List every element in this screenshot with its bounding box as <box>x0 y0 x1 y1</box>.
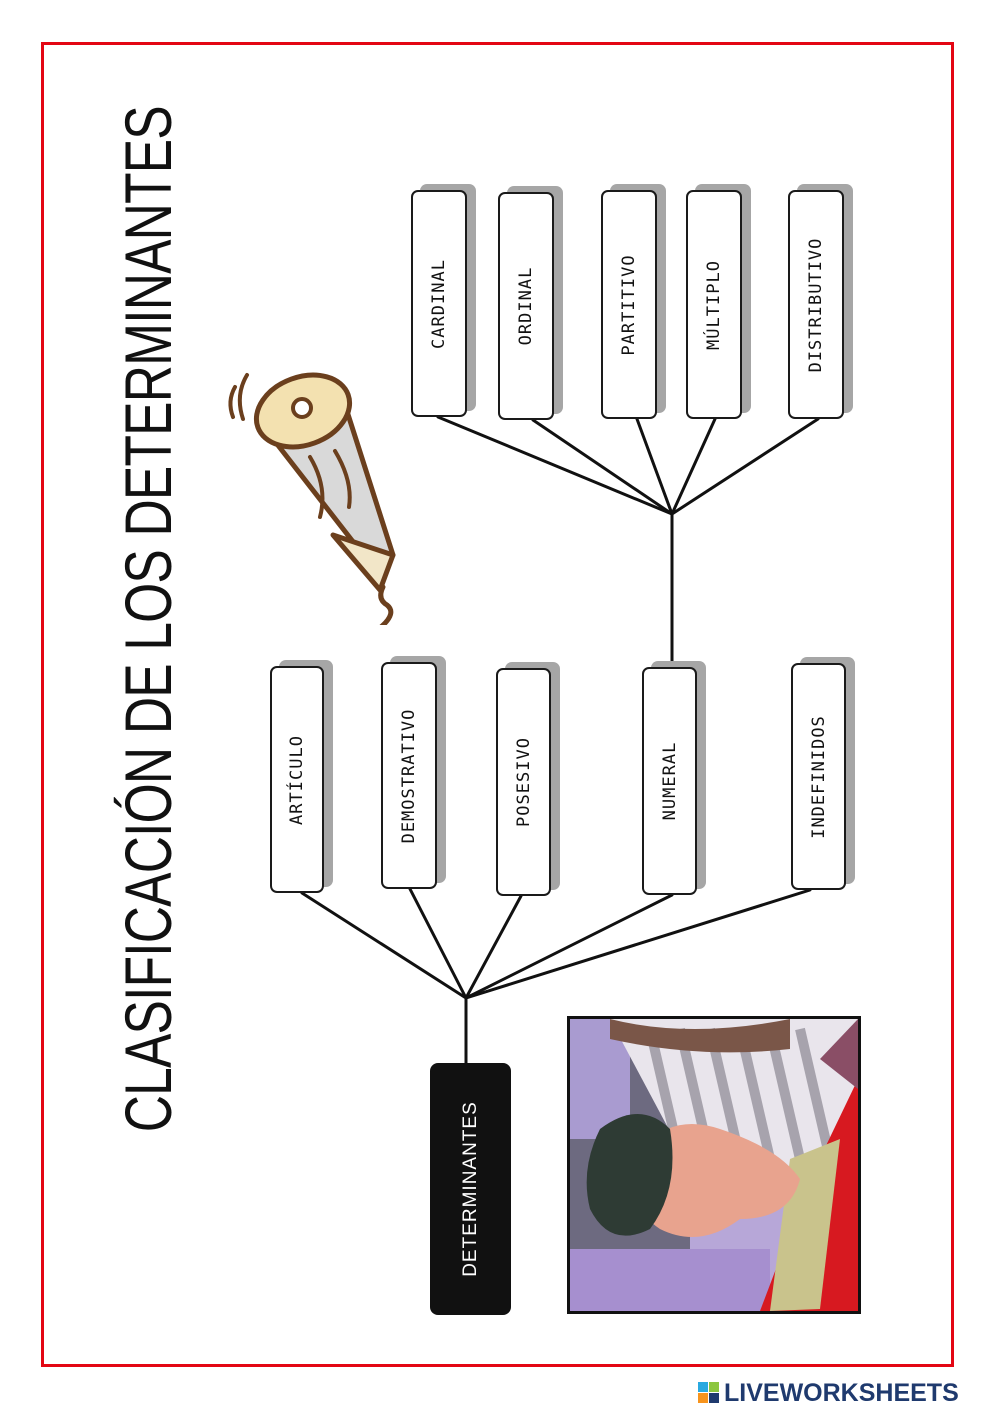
logo-wordmark: LIVEWORKSHEETS <box>724 1378 959 1407</box>
page-frame <box>41 42 954 1367</box>
category-node-numeral: NUMERAL <box>642 661 706 895</box>
subtype-label: DISTRIBUTIVO <box>806 237 826 372</box>
subtype-label: PARTITIVO <box>619 253 639 356</box>
category-node-indefinidos: INDEFINIDOS <box>791 657 855 890</box>
logo-mark-icon <box>698 1382 720 1404</box>
connector-demostrativo <box>408 887 468 1000</box>
connector-posesivo <box>464 894 523 1000</box>
subtype-node-cardinal: CARDINAL <box>411 184 476 417</box>
root-node-determinantes: DETERMINANTES <box>430 1063 511 1315</box>
subtype-label: MÚLTIPLO <box>704 259 724 350</box>
subtype-label: CARDINAL <box>429 258 449 349</box>
connector-cardinal <box>436 415 674 516</box>
category-label: POSESIVO <box>513 737 534 827</box>
writing-hand-illustration <box>567 1016 861 1314</box>
connector-numeral <box>464 893 674 1000</box>
connector-partitivo <box>635 417 674 516</box>
category-node-posesivo: POSESIVO <box>496 662 560 896</box>
pencil-icon <box>228 372 396 625</box>
connector-ordinal <box>531 418 674 516</box>
category-label: DEMOSTRATIVO <box>399 708 419 843</box>
subtype-node-multiplo: MÚLTIPLO <box>686 184 751 419</box>
connector-distributivo <box>670 417 820 516</box>
category-label: INDEFINIDOS <box>808 714 829 839</box>
liveworksheets-logo: LIVEWORKSHEETS <box>698 1378 959 1407</box>
category-node-articulo: ARTÍCULO <box>270 660 333 893</box>
category-label: NUMERAL <box>659 741 680 821</box>
category-node-demostrativo: DEMOSTRATIVO <box>381 656 446 889</box>
subtype-node-partitivo: PARTITIVO <box>601 184 666 419</box>
connector-indefinidos <box>464 888 812 1000</box>
subtype-label: ORDINAL <box>516 266 536 346</box>
subtype-node-distributivo: DISTRIBUTIVO <box>788 184 853 419</box>
subtype-node-ordinal: ORDINAL <box>498 186 563 420</box>
root-node-label: DETERMINANTES <box>459 1101 481 1277</box>
category-label: ARTÍCULO <box>287 734 307 825</box>
connector-articulo <box>300 891 468 1000</box>
connector-multiplo <box>670 417 717 516</box>
